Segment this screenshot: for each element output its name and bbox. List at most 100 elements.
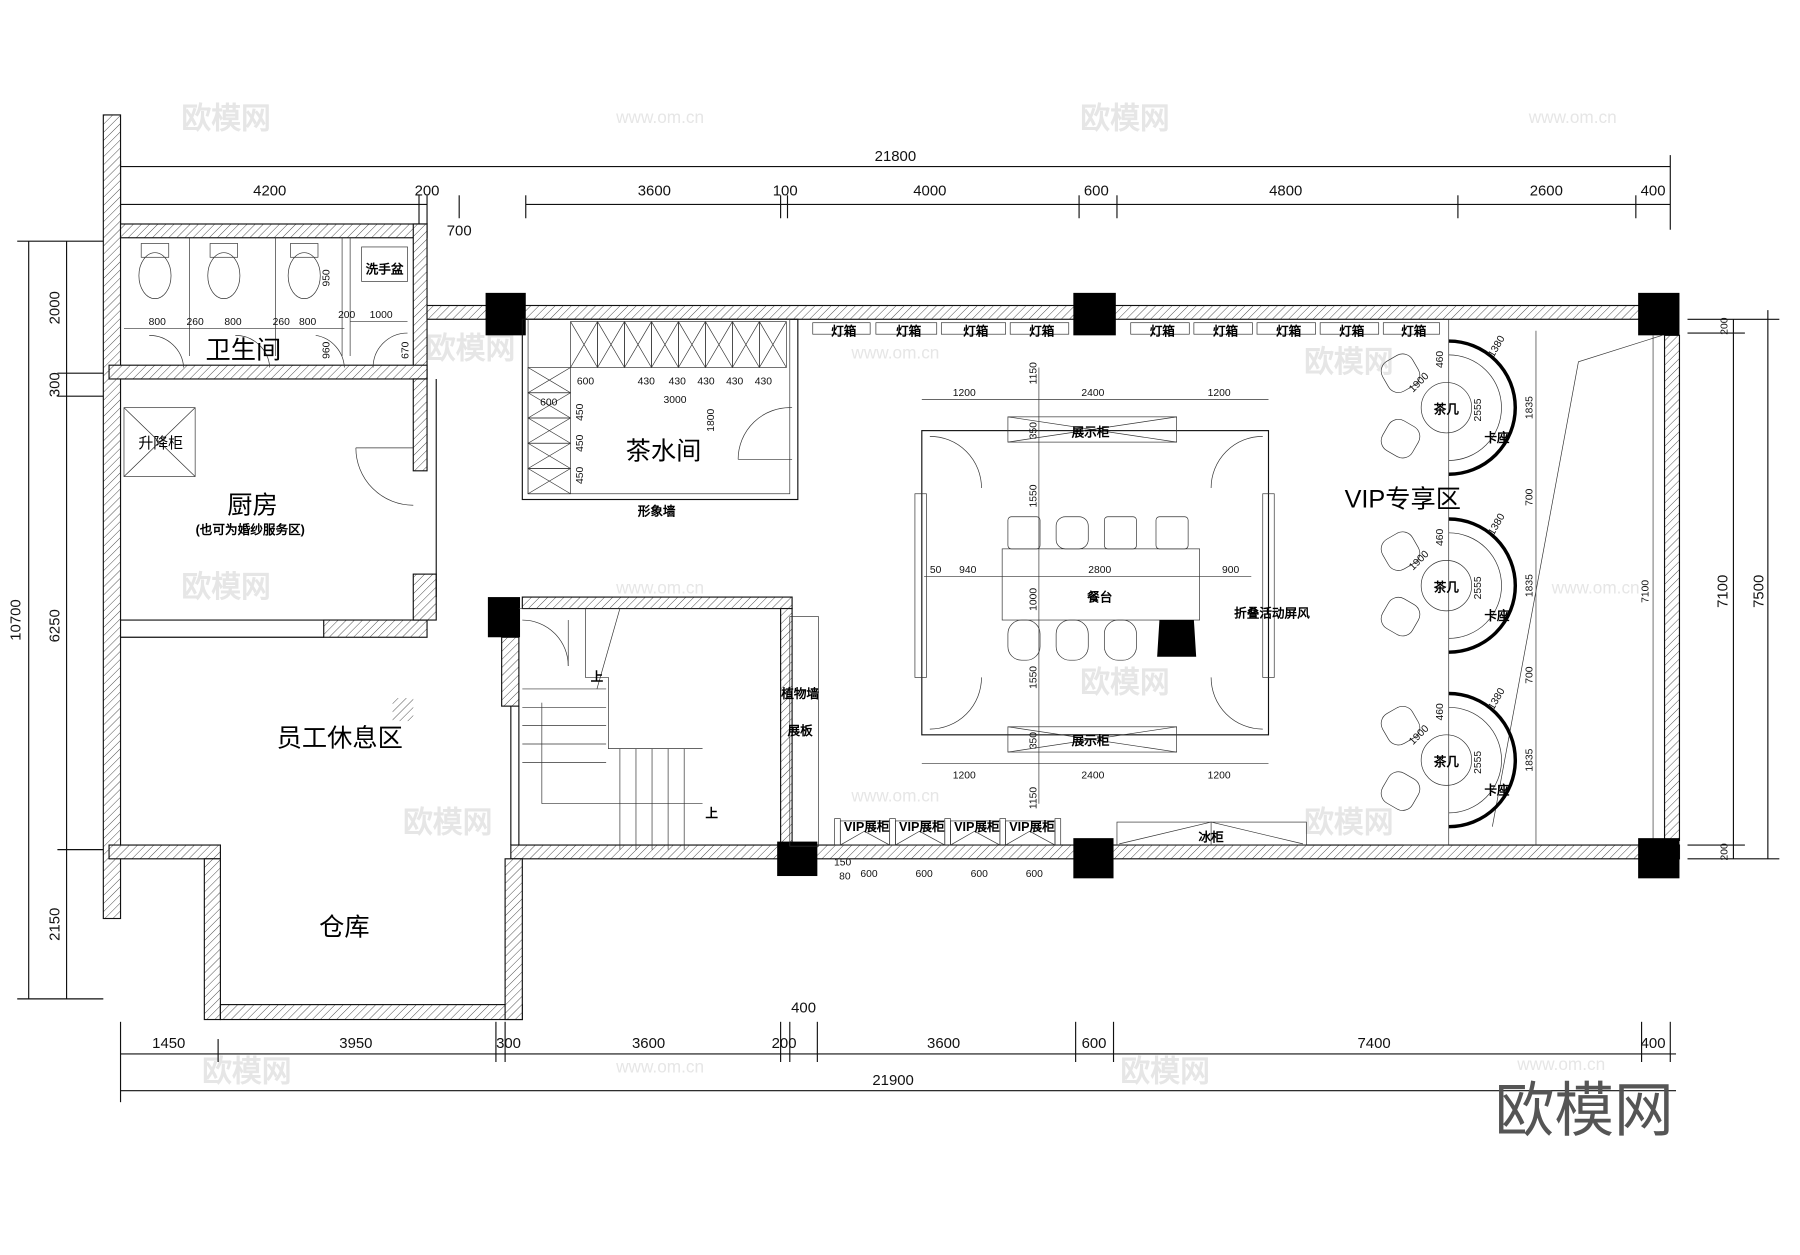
dim-booth: 700	[1525, 666, 1536, 683]
dim-tea: 450	[575, 467, 586, 484]
dim-top: 2600	[1530, 182, 1563, 199]
watermark-brand: 欧模网	[1080, 666, 1169, 699]
watermark-brand: 欧模网	[426, 332, 515, 365]
left-dimensions: 10700 2000 300 6250 2150	[8, 240, 104, 1000]
dim-booth: 1900	[1407, 723, 1431, 747]
dim-toilet: 260	[273, 317, 290, 328]
cabinet-post	[889, 818, 896, 846]
dim-dining: 350	[1029, 422, 1040, 439]
watermark-site: www.om.cn	[1528, 107, 1617, 127]
dim-booth: 2555	[1473, 576, 1484, 599]
dim-toilet: 960	[321, 341, 332, 358]
dim-booth: 460	[1435, 351, 1446, 368]
dining-table	[1001, 548, 1200, 621]
kitchen-door[interactable]	[355, 447, 414, 506]
hatch-mark	[392, 698, 414, 722]
vip-cabinet-label: VIP展柜	[844, 819, 890, 834]
cabinet-post	[1054, 818, 1062, 846]
room-label-staff: 员工休息区	[277, 724, 403, 752]
dim-dining: 1000	[1029, 588, 1040, 611]
light-box	[1319, 322, 1380, 335]
watermark-brand: 欧模网	[1080, 103, 1169, 136]
lift-cabinet-label: 升降柜	[138, 435, 183, 452]
stairs-up-label: 上	[705, 806, 718, 820]
dim-toilet: 950	[321, 269, 332, 286]
dim-tea: 450	[575, 403, 586, 420]
light-box	[875, 322, 938, 335]
column	[487, 597, 521, 638]
dim-left: 300	[47, 372, 64, 397]
dim-bottom: 3950	[339, 1035, 372, 1052]
dim-toilet: 1000	[370, 310, 393, 321]
dim-toilet: 260	[187, 317, 204, 328]
dim-dining: 350	[1029, 732, 1040, 749]
dim-tea: 450	[575, 434, 586, 451]
black-chair	[1157, 620, 1197, 657]
watermark-brand: 欧模网	[181, 103, 270, 136]
dim-top-total: 21800	[875, 148, 916, 165]
display-cabinet	[1007, 416, 1178, 443]
dim-right-total: 7500	[1750, 575, 1767, 608]
watermark-site: www.om.cn	[615, 578, 704, 598]
booth-label: 卡座	[1484, 430, 1510, 445]
dim-vip-cab: 600	[915, 869, 932, 880]
dim-dining: 1550	[1029, 484, 1040, 507]
cabinet-cell	[527, 468, 571, 495]
wash-basin-label: 洗手盆	[366, 261, 404, 276]
brand-logo-watermark: 欧模网	[1495, 1077, 1674, 1144]
dim-bottom: 300	[496, 1035, 521, 1052]
column	[1638, 838, 1680, 879]
bottom-dimensions: 1450 3950 300 3600 200 3600 600 7400 400…	[119, 1000, 1677, 1103]
dim-tea: 430	[638, 377, 655, 388]
wash-basin	[361, 246, 408, 282]
folding-screen-label: 折叠活动屏风	[1234, 606, 1310, 621]
column	[777, 841, 818, 877]
booth-inner	[1448, 706, 1502, 814]
watermark-site: www.om.cn	[850, 342, 939, 362]
dim-vip-cab: 600	[971, 869, 988, 880]
armchair	[1380, 596, 1421, 637]
dim-vip-cab: 600	[1026, 869, 1043, 880]
dim-toilet: 800	[149, 317, 166, 328]
light-box	[1193, 322, 1253, 335]
booth-inner	[1448, 532, 1502, 639]
watermark-brand: 欧模网	[202, 1056, 291, 1089]
freezer: 冰柜	[1116, 821, 1307, 846]
dim-left: 2150	[47, 908, 64, 941]
stair-outline	[585, 608, 703, 749]
dim-dining: 2800	[1088, 565, 1111, 576]
vip-cabinet-label: VIP展柜	[1009, 819, 1055, 834]
dim-booth: 1835	[1525, 396, 1536, 419]
light-box	[1256, 322, 1316, 335]
chairs	[1007, 516, 1189, 661]
dim-right: 200	[1720, 317, 1731, 334]
cabinet-post	[834, 818, 841, 846]
dim-bottom-total: 21900	[872, 1072, 913, 1089]
booth-seat	[1448, 691, 1517, 829]
light-box-label: 灯箱	[1339, 323, 1365, 338]
dim-bottom: 200	[772, 1035, 797, 1052]
light-box-label: 灯箱	[1029, 323, 1055, 338]
dim-top-extra: 700	[447, 222, 472, 239]
dim-right: 200	[1720, 843, 1731, 860]
cabinet-cell	[759, 321, 787, 368]
cabinet-post	[944, 818, 951, 846]
walls	[102, 114, 1681, 1021]
dim-booth: 1900	[1407, 371, 1431, 395]
room-label-warehouse: 仓库	[319, 914, 370, 942]
tea-room: 600 430 430 430 430 430 3000 600 450 450…	[521, 318, 799, 519]
watermark-brand: 欧模网	[1304, 806, 1393, 839]
column	[1073, 838, 1114, 879]
dim-tea: 3000	[664, 395, 687, 406]
dim-right: 7100	[1715, 575, 1732, 608]
dim-top: 100	[773, 182, 798, 199]
booth-seat	[1448, 517, 1517, 654]
booth-inner	[1448, 354, 1502, 461]
dim-booth: 700	[1525, 488, 1536, 505]
dim-top: 4200	[253, 182, 286, 199]
dim-dining: 1150	[1029, 362, 1040, 384]
